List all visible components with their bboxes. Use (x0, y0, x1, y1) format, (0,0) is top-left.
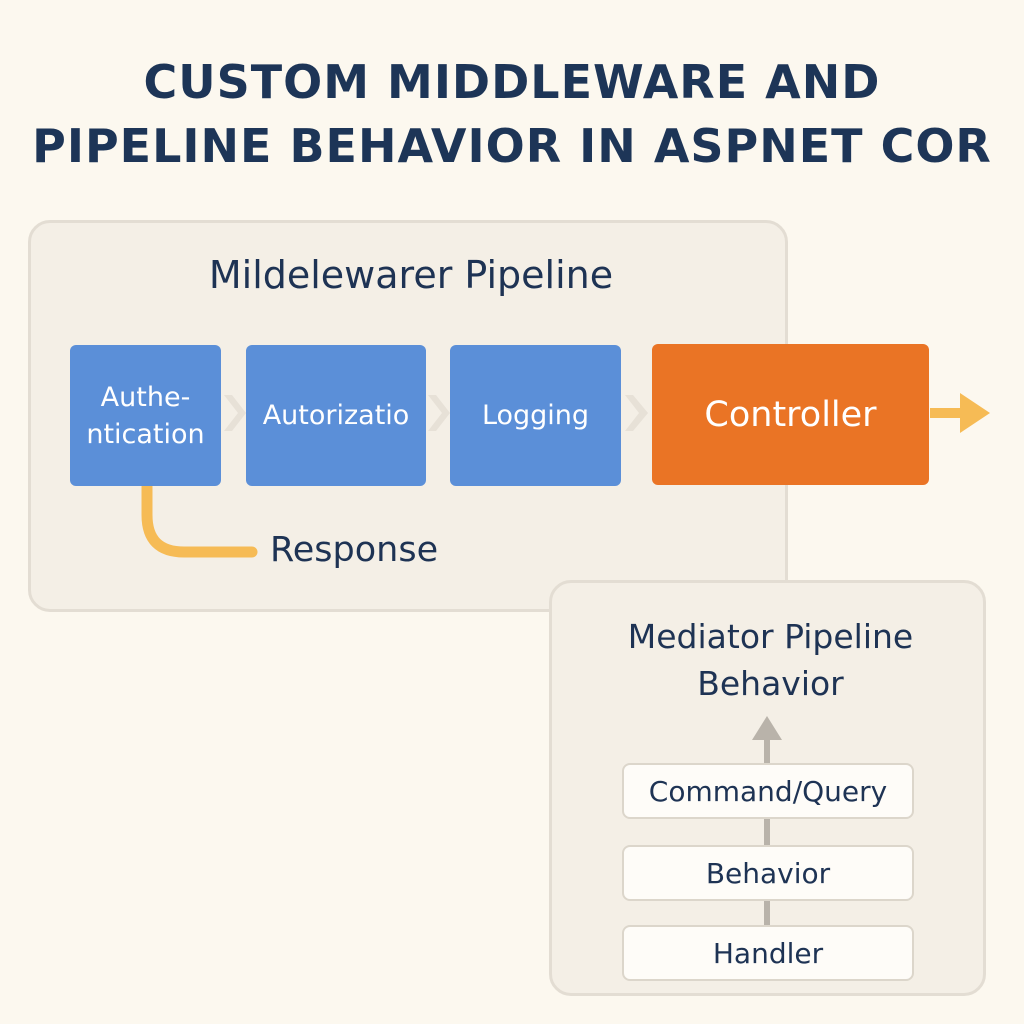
chevron-arrow-icon (625, 395, 648, 431)
mediator-handler-box: Handler (622, 925, 914, 981)
stage-controller: Controller (652, 344, 929, 485)
stage-logging: Logging (450, 345, 621, 486)
mediator-heading-line-2: Behavior (697, 664, 844, 703)
mediator-behavior-box: Behavior (622, 845, 914, 901)
controller-output-arrow-icon (930, 393, 990, 433)
middleware-pipeline-heading: Mildelewarer Pipeline (208, 253, 614, 297)
response-label: Response (270, 530, 439, 570)
mediator-pipeline-heading: Mediator Pipeline Behavior (552, 613, 989, 707)
title-line-2: PIPELINE BEHAVIOR IN ASPNET COR (32, 119, 992, 173)
response-return-arrow-icon (141, 481, 258, 558)
stage-authentication-line-2: ntication (86, 418, 205, 450)
stage-authentication: Authe- ntication (70, 345, 221, 486)
chevron-arrow-icon (428, 395, 450, 431)
stage-authorization: Autorizatio (246, 345, 426, 486)
mediator-command-query-box: Command/Query (622, 763, 914, 819)
mediator-heading-line-1: Mediator Pipeline (627, 617, 914, 656)
chevron-arrow-icon (224, 395, 246, 431)
stage-authentication-line-1: Authe- (100, 381, 191, 413)
page-title: CUSTOM MIDDLEWARE AND PIPELINE BEHAVIOR … (0, 50, 1024, 178)
title-line-1: CUSTOM MIDDLEWARE AND (143, 55, 881, 109)
